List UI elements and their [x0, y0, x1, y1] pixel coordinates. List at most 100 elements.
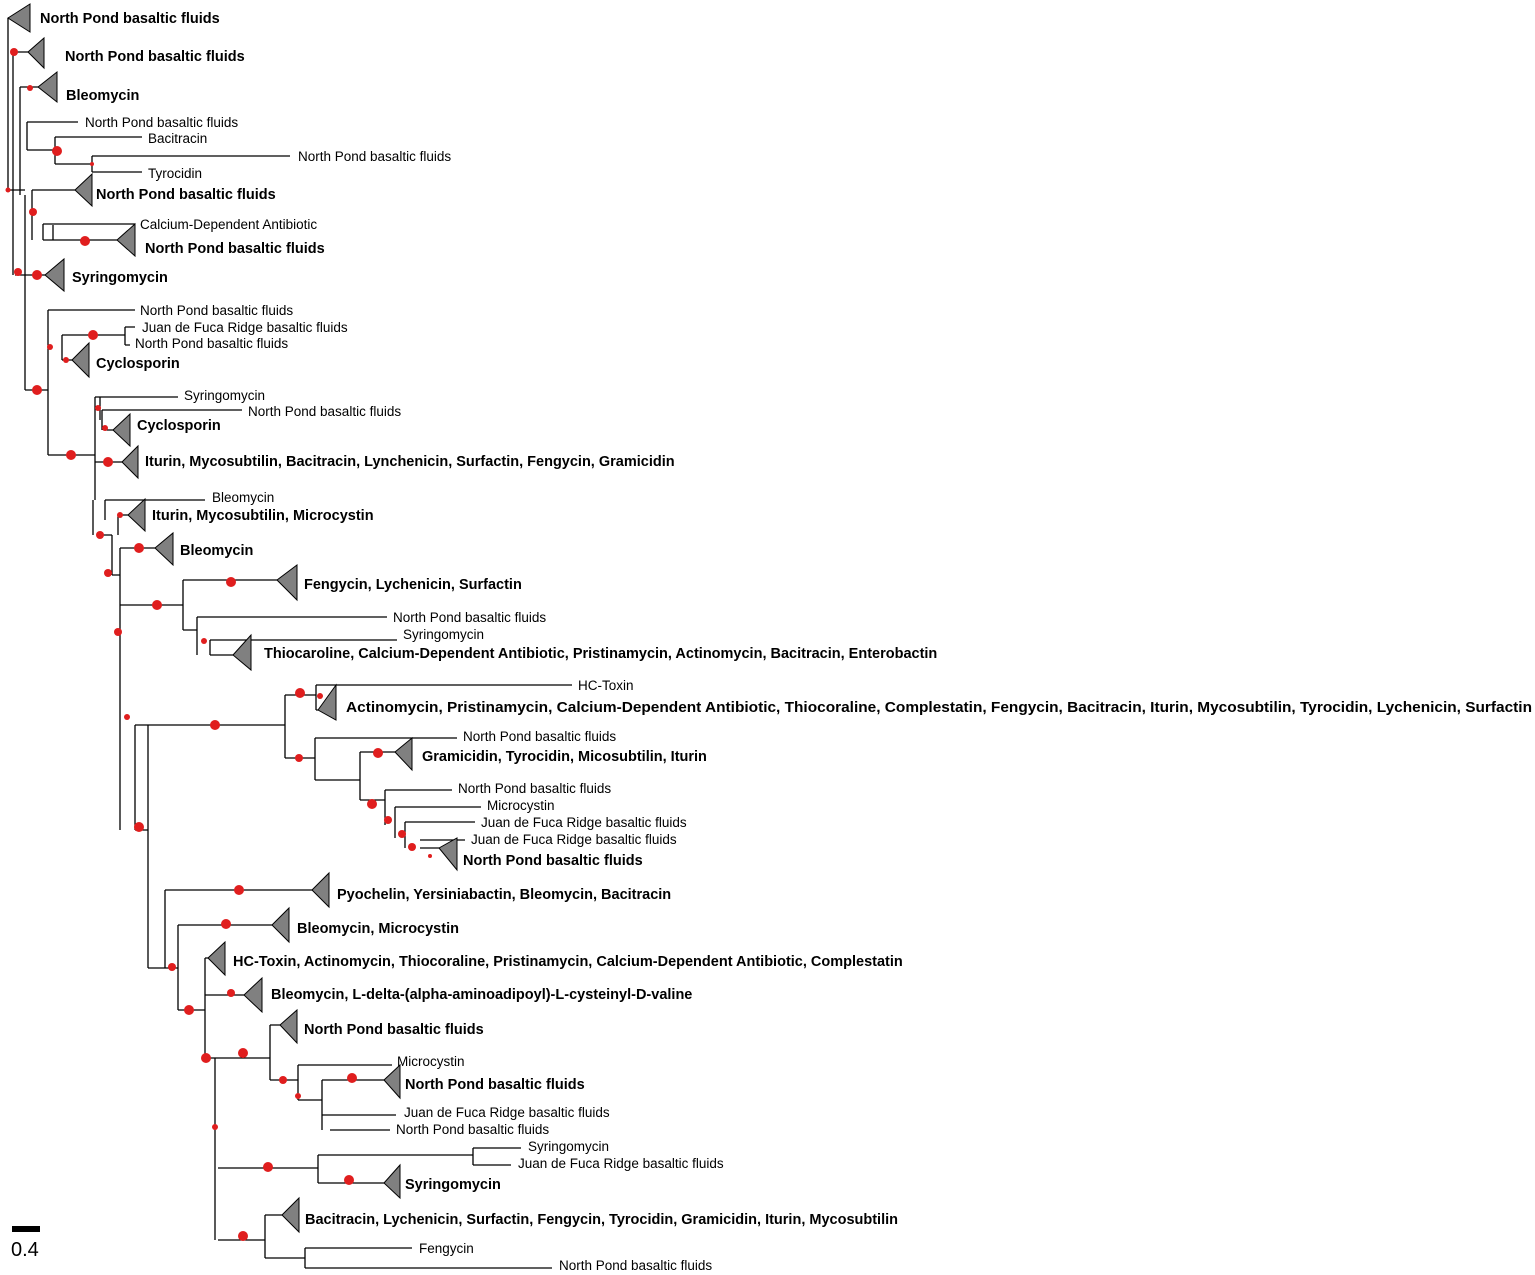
tip-label: North Pond basaltic fluids: [145, 241, 325, 257]
clade-triangle: [232, 633, 252, 672]
node-marker: [344, 1175, 354, 1185]
tip-label: Syringomycin: [403, 627, 484, 642]
node-marker: [96, 531, 104, 539]
clade-triangle: [276, 564, 298, 602]
tip-labels: North Pond basaltic fluids North Pond ba…: [40, 11, 1532, 1273]
node-marker: [210, 720, 220, 730]
node-marker: [201, 1053, 211, 1063]
scale-bar: 0.4: [11, 1226, 40, 1261]
tip-label: Bleomycin: [212, 490, 274, 505]
tip-label: North Pond basaltic fluids: [248, 404, 401, 419]
tip-label: Juan de Fuca Ridge basaltic fluids: [142, 320, 348, 335]
node-marker: [317, 693, 323, 699]
node-marker: [90, 162, 94, 166]
clade-triangle: [207, 940, 226, 977]
node-marker: [238, 1048, 248, 1058]
node-marker: [212, 1124, 218, 1130]
tip-label: Iturin, Mycosubtilin, Bacitracin, Lynche…: [145, 454, 675, 470]
node-marker: [263, 1162, 273, 1172]
tip-label: Syringomycin: [184, 388, 265, 403]
tip-label: North Pond basaltic fluids: [85, 115, 238, 130]
tip-label: Tyrocidin: [148, 166, 202, 181]
node-marker: [29, 208, 37, 216]
node-marker: [47, 344, 53, 350]
clade-triangle: [311, 871, 330, 909]
tip-label: North Pond basaltic fluids: [40, 11, 220, 27]
node-marker: [295, 688, 305, 698]
node-marker: [32, 270, 42, 280]
tip-label: Cyclosporin: [137, 418, 221, 434]
tip-label: Bacitracin, Lychenicin, Surfactin, Fengy…: [305, 1212, 898, 1228]
node-marker: [227, 989, 235, 997]
node-marker: [295, 1093, 301, 1099]
tip-label: Iturin, Mycosubtilin, Microcystin: [152, 508, 374, 524]
tip-label: North Pond basaltic fluids: [393, 610, 546, 625]
node-marker: [201, 638, 207, 644]
node-marker: [63, 357, 69, 363]
tip-label: Juan de Fuca Ridge basaltic fluids: [518, 1156, 724, 1171]
node-marker: [5, 187, 11, 193]
node-marker: [117, 512, 123, 518]
node-marker: [134, 543, 144, 553]
node-marker: [134, 822, 144, 832]
node-marker: [102, 425, 108, 431]
tip-label: Thiocaroline, Calcium-Dependent Antibiot…: [264, 646, 937, 662]
clade-triangle: [243, 976, 263, 1014]
clade-triangle: [116, 222, 136, 258]
clade-triangle: [7, 3, 31, 33]
tip-label: Juan de Fuca Ridge basaltic fluids: [481, 815, 687, 830]
clade-triangle: [383, 1063, 401, 1100]
clade-triangle: [438, 837, 458, 872]
node-marker: [384, 816, 392, 824]
node-marker: [80, 236, 90, 246]
node-marker: [124, 714, 130, 720]
node-marker: [114, 628, 122, 636]
clade-triangle: [154, 531, 174, 567]
clade-triangle: [281, 1196, 300, 1234]
clade-triangle: [44, 257, 65, 293]
clade-triangle: [383, 1163, 401, 1200]
node-marker: [398, 830, 406, 838]
tip-label: Cyclosporin: [96, 356, 180, 372]
tip-label: North Pond basaltic fluids: [135, 336, 288, 351]
clade-triangle: [74, 172, 93, 208]
tip-label: Microcystin: [487, 798, 555, 813]
tip-label: North Pond basaltic fluids: [458, 781, 611, 796]
node-marker: [221, 919, 231, 929]
clade-triangle: [127, 497, 146, 533]
tip-label: Calcium-Dependent Antibiotic: [140, 217, 317, 232]
clade-triangle: [112, 412, 131, 448]
clade-triangle: [279, 1008, 298, 1045]
tip-label: Gramicidin, Tyrocidin, Micosubtilin, Itu…: [422, 749, 707, 765]
clade-triangle: [271, 906, 290, 944]
node-marker: [234, 885, 244, 895]
tip-label: North Pond basaltic fluids: [463, 853, 643, 869]
tip-label: Bleomycin: [66, 88, 139, 104]
clade-triangle: [121, 444, 139, 480]
node-marker: [104, 569, 112, 577]
node-marker: [408, 843, 416, 851]
clade-triangle: [37, 70, 58, 104]
tip-label: Juan de Fuca Ridge basaltic fluids: [404, 1105, 610, 1120]
tip-label: Syringomycin: [528, 1139, 609, 1154]
node-marker: [88, 330, 98, 340]
collapsed-clade-triangles: [7, 3, 458, 1234]
tip-label: Bleomycin, L-delta-(alpha-aminoadipoyl)-…: [271, 987, 692, 1003]
node-marker: [32, 385, 42, 395]
tip-label: North Pond basaltic fluids: [298, 149, 451, 164]
node-marker: [52, 146, 62, 156]
tip-label: Syringomycin: [72, 270, 168, 286]
tip-label: HC-Toxin, Actinomycin, Thiocoraline, Pri…: [233, 954, 903, 970]
node-marker: [10, 48, 18, 56]
tip-label: North Pond basaltic fluids: [405, 1077, 585, 1093]
node-marker: [184, 1005, 194, 1015]
node-marker: [238, 1231, 248, 1241]
node-marker: [95, 405, 101, 411]
clade-triangle: [394, 736, 413, 772]
tip-label: North Pond basaltic fluids: [396, 1122, 549, 1137]
tip-label: North Pond basaltic fluids: [140, 303, 293, 318]
tip-label: Bleomycin: [180, 543, 253, 559]
node-marker: [152, 600, 162, 610]
tip-label: Bacitracin: [148, 131, 207, 146]
node-marker: [226, 577, 236, 587]
